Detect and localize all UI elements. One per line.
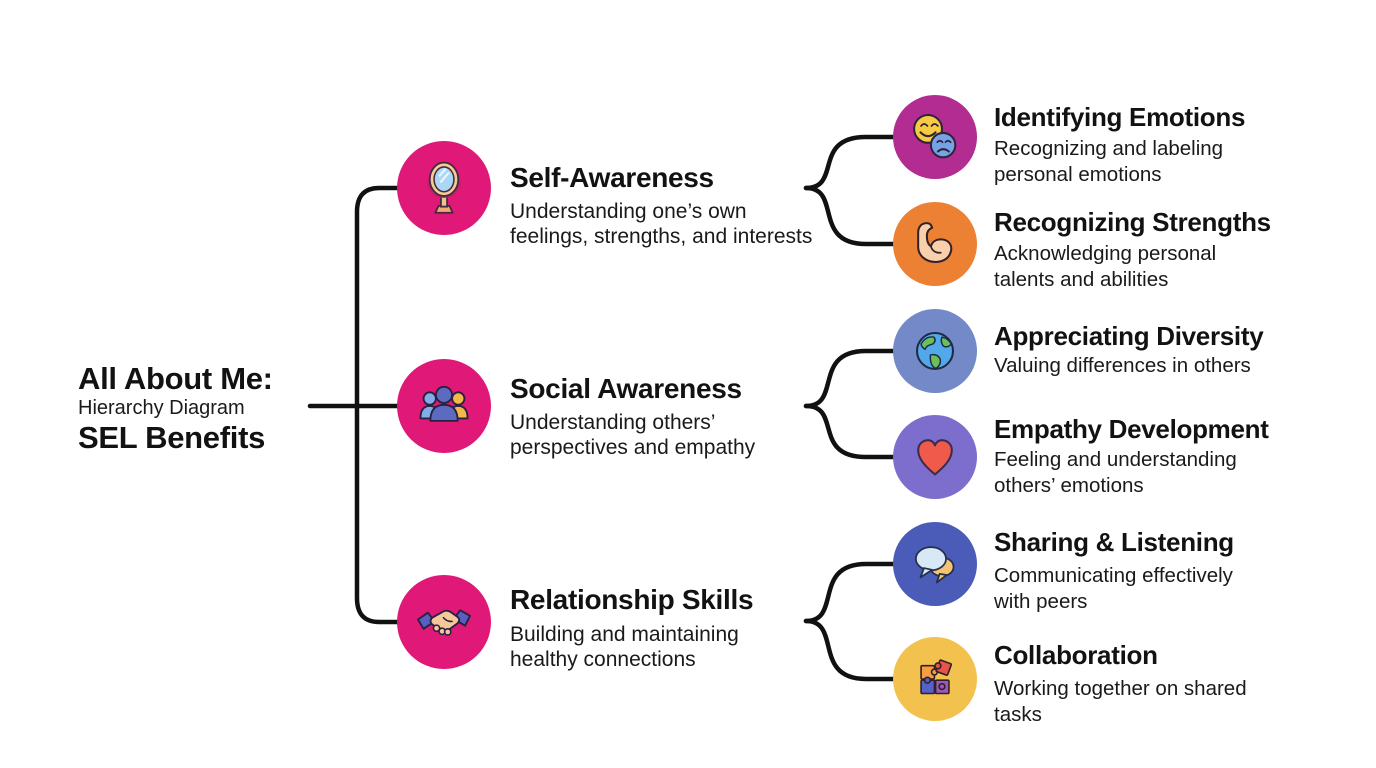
bracket-self-awareness: [803, 134, 897, 191]
branch-desc-social-awareness: Understanding others’ perspectives and e…: [510, 411, 756, 459]
child-label-collaboration: Collaboration: [994, 640, 1158, 670]
branch-label-relationship-skills: Relationship Skills: [510, 584, 754, 615]
child-desc-collaboration: Working together on shared tasks: [994, 677, 1247, 726]
branch-desc-relationship-skills: Building and maintaining healthy connect…: [510, 623, 739, 671]
child-circle-empathy-development: [893, 415, 977, 499]
globe-icon: [916, 332, 954, 370]
child-label-recognizing-strengths: Recognizing Strengths: [994, 207, 1271, 237]
root-subtitle: Hierarchy Diagram: [78, 397, 245, 419]
child-label-identifying-emotions: Identifying Emotions: [994, 102, 1246, 132]
child-circle-collaboration: [893, 637, 977, 721]
people-group-icon: [419, 385, 469, 422]
emotion-faces-icon: [913, 113, 957, 159]
child-desc-recognizing-strengths: Acknowledging personal talents and abili…: [994, 242, 1217, 291]
bracket-relationship-skills: [803, 561, 897, 624]
speech-bubbles-icon: [914, 546, 955, 584]
puzzle-pieces-icon: [920, 659, 953, 695]
handshake-icon: [417, 609, 471, 636]
branch-label-self-awareness: Self-Awareness: [510, 162, 714, 193]
child-circle-sharing-listening: [893, 522, 977, 606]
branch-circle-social-awareness: [397, 359, 491, 453]
mirror-icon: [426, 161, 462, 214]
child-desc-empathy-development: Feeling and understanding others’ emotio…: [994, 448, 1237, 497]
child-label-sharing-listening: Sharing & Listening: [994, 527, 1234, 557]
root-node: All About Me: Hierarchy Diagram SEL Bene…: [78, 362, 328, 455]
child-desc-appreciating-diversity: Valuing differences in others: [994, 354, 1251, 377]
flexed-bicep-icon: [917, 222, 953, 263]
child-desc-sharing-listening: Communicating effectively with peers: [994, 564, 1233, 613]
bracket-social-awareness: [803, 348, 897, 409]
heart-icon: [917, 439, 953, 476]
child-label-appreciating-diversity: Appreciating Diversity: [994, 321, 1264, 351]
branch-circle-relationship-skills: [397, 575, 491, 669]
child-circle-recognizing-strengths: [893, 202, 977, 286]
branch-label-social-awareness: Social Awareness: [510, 373, 742, 404]
child-circle-appreciating-diversity: [893, 309, 977, 393]
child-label-empathy-development: Empathy Development: [994, 414, 1269, 444]
root-title: All About Me:: [78, 361, 273, 396]
child-circle-identifying-emotions: [893, 95, 977, 179]
trunk-connector-line: [354, 185, 401, 625]
child-desc-identifying-emotions: Recognizing and labeling personal emotio…: [994, 137, 1224, 186]
branch-circle-self-awareness: [397, 141, 491, 235]
root-title2: SEL Benefits: [78, 420, 266, 455]
branch-desc-self-awareness: Understanding one’s own feelings, streng…: [510, 200, 813, 248]
